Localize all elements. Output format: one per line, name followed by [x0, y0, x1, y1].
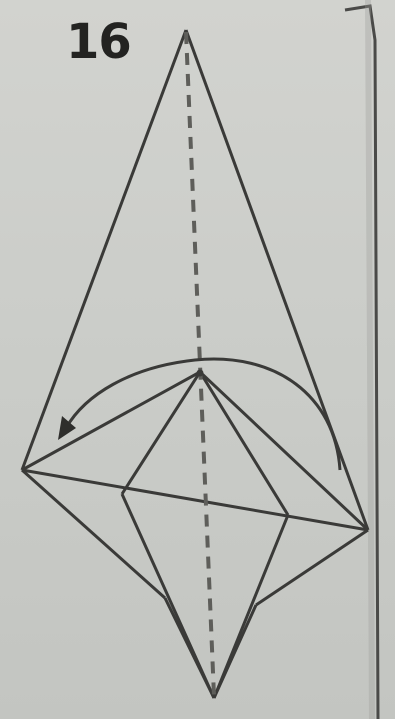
diamond-upper-left	[122, 372, 200, 494]
paper-edge-shadow	[368, 0, 372, 719]
lower-left-edge	[22, 470, 165, 598]
lower-right-edge	[256, 530, 368, 605]
lower-right-to-tip	[214, 605, 256, 698]
lower-left-to-tip	[165, 598, 214, 698]
fold-pivot-point	[197, 370, 204, 377]
kite-right-edge	[186, 30, 368, 530]
kite-left-edge	[22, 30, 186, 470]
valley-fold-line	[186, 32, 214, 696]
crease-line	[22, 470, 368, 530]
